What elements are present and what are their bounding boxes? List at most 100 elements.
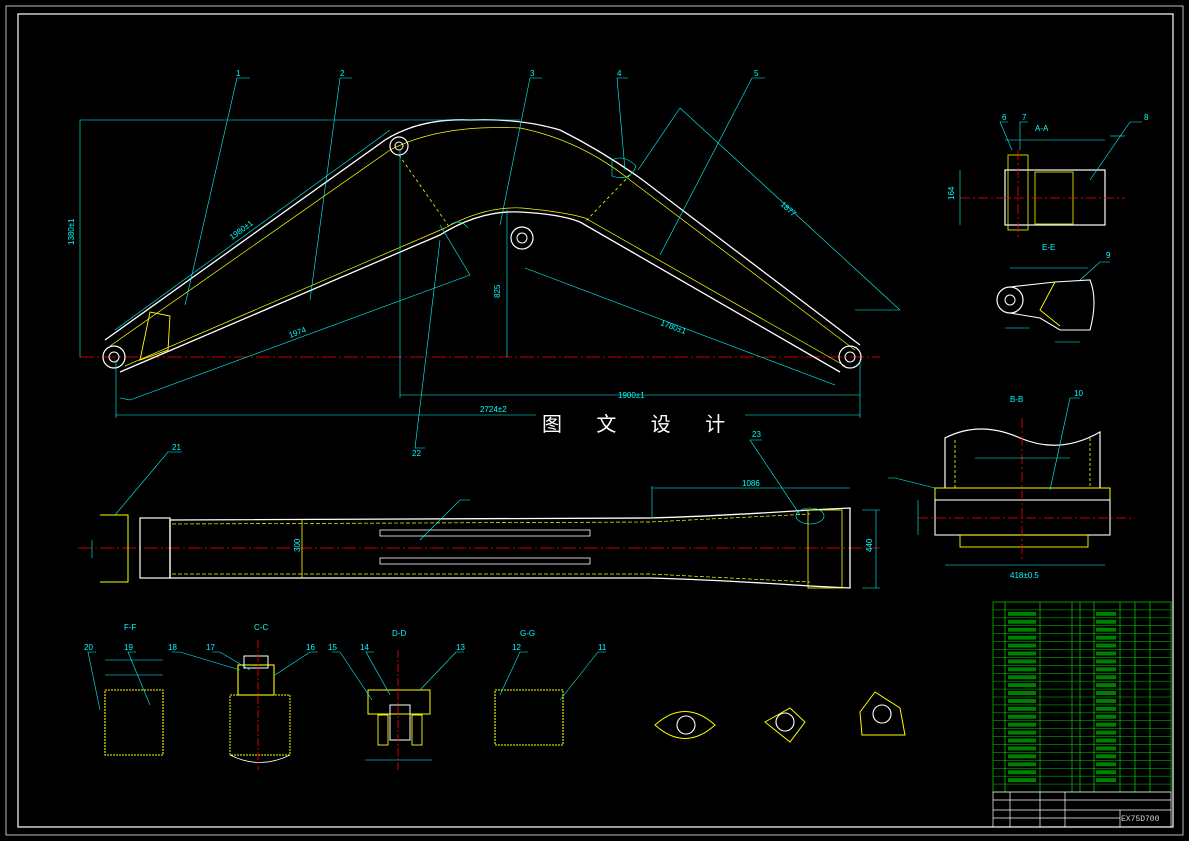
head-pin-icon (838, 345, 862, 369)
svg-text:10: 10 (1074, 389, 1083, 398)
svg-text:15: 15 (328, 643, 337, 652)
svg-text:8: 8 (1144, 113, 1149, 122)
boom-elevation: 1380±1 2724±2 1900±1 1980±1 1974 1780±1 … (67, 69, 901, 458)
section-g-g: G-G 12 11 (494, 629, 607, 746)
svg-text:300: 300 (293, 538, 302, 552)
svg-text:F-F: F-F (124, 623, 137, 632)
table-cell-mark (1096, 706, 1116, 711)
table-cell-mark (1096, 738, 1116, 743)
table-cell-mark (1008, 643, 1036, 648)
table-cell-mark (1096, 714, 1116, 719)
table-cell-mark (1096, 683, 1116, 688)
table-cell-mark (1008, 706, 1036, 711)
table-cell-mark (1096, 643, 1116, 648)
svg-text:7: 7 (1022, 113, 1027, 122)
table-cell-mark (1096, 667, 1116, 672)
svg-text:2724±2: 2724±2 (480, 405, 507, 414)
detail-views (654, 691, 906, 743)
svg-text:1974: 1974 (288, 325, 308, 340)
table-cell-mark (1008, 714, 1036, 719)
table-cell-mark (1096, 635, 1116, 640)
svg-text:G-G: G-G (520, 629, 535, 638)
watermark-text: 图 文 设 计 (536, 408, 746, 437)
svg-text:1780±1: 1780±1 (659, 318, 688, 336)
section-a-a: 6 7 8 A-A 164 (947, 113, 1149, 240)
svg-text:1900±1: 1900±1 (618, 391, 645, 400)
svg-text:2: 2 (340, 69, 345, 78)
table-cell-mark (1096, 778, 1116, 783)
table-cell-mark (1008, 683, 1036, 688)
table-cell-mark (1096, 619, 1116, 624)
table-cell-mark (1008, 722, 1036, 727)
table-cell-mark (1008, 659, 1036, 664)
svg-text:16: 16 (306, 643, 315, 652)
svg-text:21: 21 (172, 443, 181, 452)
table-cell-mark (1096, 659, 1116, 664)
table-cell-mark (1008, 699, 1036, 703)
svg-text:825: 825 (493, 284, 502, 298)
table-cell-mark (1096, 770, 1116, 775)
svg-text:12: 12 (512, 643, 521, 652)
svg-text:3: 3 (530, 69, 535, 78)
svg-text:E-E: E-E (1042, 243, 1055, 252)
svg-text:17: 17 (206, 643, 215, 652)
section-b-b: B-B 10 418±0.5 (888, 389, 1135, 580)
svg-text:23: 23 (752, 430, 761, 439)
table-cell-mark (1096, 746, 1116, 751)
svg-text:1877: 1877 (779, 200, 799, 219)
svg-text:418±0.5: 418±0.5 (1010, 571, 1039, 580)
table-cell-mark (1096, 730, 1116, 735)
table-cell-mark (1008, 746, 1036, 751)
svg-text:5: 5 (754, 69, 759, 78)
svg-text:1: 1 (236, 69, 241, 78)
foot-pin-icon (102, 345, 126, 369)
table-cell-mark (1096, 762, 1116, 767)
svg-text:22: 22 (412, 449, 421, 458)
svg-text:440: 440 (865, 538, 874, 552)
svg-text:1380±1: 1380±1 (67, 218, 76, 245)
outer-frame (5, 5, 1184, 836)
section-e-e: E-E9 (996, 243, 1111, 343)
table-cell-mark (1008, 770, 1036, 775)
table-cell-mark (1096, 651, 1116, 656)
svg-text:19: 19 (124, 643, 133, 652)
table-cell-mark (1008, 667, 1036, 672)
svg-text:1086: 1086 (742, 479, 760, 488)
svg-text:13: 13 (456, 643, 465, 652)
svg-text:164: 164 (947, 186, 956, 200)
svg-text:4: 4 (617, 69, 622, 78)
inner-frame (17, 13, 1174, 828)
title-block (992, 791, 1172, 828)
table-cell-mark (1096, 754, 1116, 759)
drawing-number: EX75D700 (1121, 815, 1160, 824)
table-cell-mark (1096, 691, 1116, 695)
table-cell-mark (1008, 738, 1036, 743)
table-cell-mark (1096, 627, 1116, 632)
svg-text:6: 6 (1002, 113, 1007, 122)
table-cell-mark (1008, 754, 1036, 759)
table-cell-mark (1096, 699, 1116, 703)
table-cell-mark (1008, 778, 1036, 783)
table-cell-mark (1008, 762, 1036, 767)
table-cell-mark (1008, 611, 1036, 616)
table-cell-mark (1008, 691, 1036, 695)
svg-text:11: 11 (598, 643, 607, 652)
table-cell-mark (1008, 627, 1036, 632)
table-cell-mark (1008, 730, 1036, 735)
svg-text:D-D: D-D (392, 629, 406, 638)
svg-text:B-B: B-B (1010, 395, 1023, 404)
table-cell-mark (1008, 619, 1036, 624)
parts-list-rows (993, 609, 1171, 785)
table-cell-mark (1008, 635, 1036, 640)
svg-text:C-C: C-C (254, 623, 268, 632)
svg-text:18: 18 (168, 643, 177, 652)
table-cell-mark (1096, 675, 1116, 680)
section-c-c: C-C 18 17 16 (168, 623, 318, 770)
boom-plan-view: 1086 21 23 440 300 (78, 430, 880, 589)
svg-text:14: 14 (360, 643, 369, 652)
table-cell-mark (1096, 611, 1116, 616)
table-cell-mark (1096, 722, 1116, 727)
svg-text:A-A: A-A (1035, 124, 1049, 133)
